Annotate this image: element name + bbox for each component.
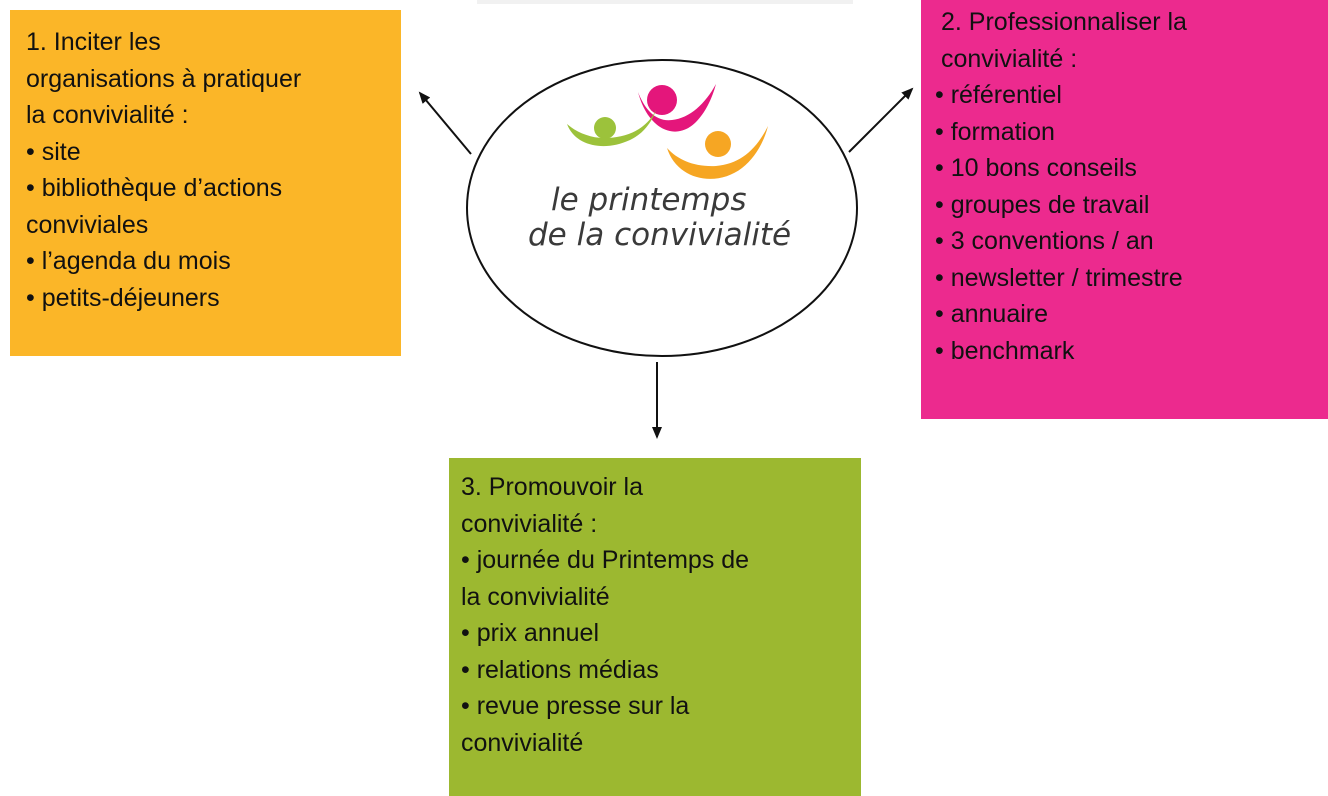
- action-box-3: 3. Promouvoir la convivialité : journée …: [449, 458, 861, 796]
- box-2-item-referentiel: référentiel: [935, 77, 1320, 114]
- logo-figures-icon: [567, 84, 768, 179]
- box-3-title: 3. Promouvoir la convivialité :: [461, 473, 644, 538]
- center-ellipse: [466, 59, 858, 357]
- logo-text-line1: le printemps: [551, 182, 746, 218]
- box-3-list: journée du Printemps de la convivialité …: [461, 542, 853, 761]
- box-3-item-journee: journée du Printemps de la convivialité: [461, 542, 853, 615]
- box-2-item-bons-conseils: 10 bons conseils: [935, 150, 1320, 187]
- box-2-item-formation: formation: [935, 114, 1320, 151]
- arrow-to-box-1: [418, 91, 472, 155]
- box-2-title: 2. Professionnaliser la convivialité :: [941, 8, 1187, 73]
- box-1-title: 1. Inciter les organisations à pratiquer…: [26, 28, 302, 129]
- box-1-item-petits-dejeuners: petits-déjeuners: [26, 280, 393, 317]
- box-2-item-benchmark: benchmark: [935, 333, 1320, 370]
- box-1-item-bibliotheque: bibliothèque d’actions conviviales: [26, 170, 393, 243]
- top-decorative-strip: [477, 0, 853, 4]
- logo-text-line2: de la convivialité: [528, 217, 791, 253]
- box-2-item-annuaire: annuaire: [935, 296, 1320, 333]
- box-3-item-revue: revue presse sur la convivialité: [461, 688, 853, 761]
- box-2-item-groupes: groupes de travail: [935, 187, 1320, 224]
- box-1-item-site: site: [26, 134, 393, 171]
- action-box-2: 2. Professionnaliser la convivialité : r…: [921, 0, 1328, 419]
- action-box-1: 1. Inciter les organisations à pratiquer…: [10, 10, 401, 356]
- arrow-to-box-2: [848, 87, 914, 153]
- box-2-list: référentiel formation 10 bons conseils g…: [935, 77, 1320, 369]
- box-1-list: site bibliothèque d’actions conviviales …: [26, 134, 393, 317]
- box-2-item-newsletter: newsletter / trimestre: [935, 260, 1320, 297]
- box-1-item-agenda: l’agenda du mois: [26, 243, 393, 280]
- box-2-item-conventions: 3 conventions / an: [935, 223, 1320, 260]
- box-3-item-relations: relations médias: [461, 652, 853, 689]
- box-3-item-prix: prix annuel: [461, 615, 853, 652]
